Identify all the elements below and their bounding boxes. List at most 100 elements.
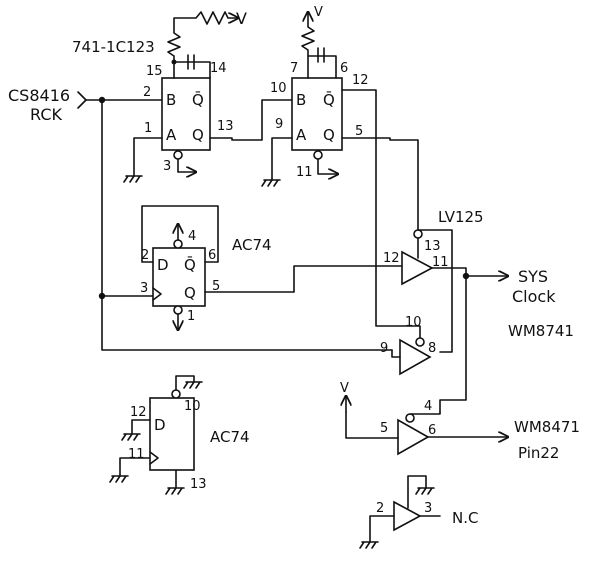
input-label-cs8416: CS8416 [8, 86, 70, 105]
u4-clk-gnd-icon [109, 475, 129, 483]
u2-pin-q: 5 [355, 124, 363, 139]
b3-pin-oe: 4 [424, 399, 432, 414]
b1-triangle [401, 250, 434, 286]
u4-pin-d: 12 [130, 405, 147, 420]
u2-gnd-icon [261, 179, 281, 187]
u2-pin-b: 10 [270, 81, 287, 96]
vcc-u2-label: V [314, 5, 323, 20]
b2-pin-in: 9 [380, 341, 388, 356]
u4-pre-bubble [171, 389, 181, 399]
b4-pin-out: 3 [424, 501, 432, 516]
b4-oe-gnd-icon [415, 487, 435, 495]
u4-pin-clk: 11 [128, 447, 145, 462]
b3-pin-in: 5 [380, 421, 388, 436]
wire-u4-pre [175, 375, 195, 391]
u1-pin-clr: 3 [163, 159, 171, 174]
u4-pin-clr: 13 [190, 477, 207, 492]
b1-pin-out: 11 [432, 255, 449, 270]
u3-pin-clr: 1 [187, 309, 195, 324]
u2-body [291, 77, 343, 151]
input-port-icon [77, 91, 87, 109]
input-label-rck: RCK [30, 105, 62, 124]
u1-ref-label: 741-1C123 [72, 38, 155, 56]
u1-pin-qbar: 14 [210, 61, 227, 76]
u3-d-label: D [157, 256, 169, 274]
u3-pin-clk: 3 [140, 281, 148, 296]
u2-pin-cx: 6 [340, 61, 348, 76]
u3-q-label: Q [184, 284, 196, 302]
wire-u2-rc [307, 55, 337, 79]
nc-label: N.C [452, 509, 478, 527]
wire-u2a-gnd [271, 137, 293, 181]
wire-u3-feedback [141, 205, 219, 263]
u3-ref-label: AC74 [232, 236, 272, 254]
wire-rck-to-b2 [101, 295, 393, 351]
u4-d-label: D [154, 416, 166, 434]
u3-clk-icon [152, 287, 162, 301]
b2-triangle [399, 338, 432, 376]
u1-pin-b: 2 [143, 85, 151, 100]
b2-pin-out: 8 [428, 341, 436, 356]
u2-resistor-icon [301, 12, 315, 57]
u1-a-label: A [166, 126, 177, 144]
u4-ref-label: AC74 [210, 428, 250, 446]
buf-ref-label: LV125 [438, 208, 484, 226]
wire-u1-rc [173, 61, 211, 79]
b3-oe-bubble [405, 413, 415, 423]
b4-triangle [393, 500, 422, 532]
b1-pin-oe: 13 [424, 239, 441, 254]
u4-pin-pre: 10 [184, 399, 201, 414]
vcc-top-label: V [236, 9, 247, 28]
wire-u1a-gnd [133, 137, 163, 177]
u2-b-label: B [296, 91, 306, 109]
wire-u2qbar-to-b2oe [341, 89, 421, 339]
u1-pin-q: 13 [217, 119, 234, 134]
u1-qbar-label: Q̄ [192, 90, 204, 109]
u3-pin-qbar: 6 [208, 248, 216, 263]
wire-b1oe-to-b2out [417, 229, 453, 353]
u1-clr-bubble [173, 150, 183, 160]
u1-body [161, 77, 211, 151]
u3-pin-d: 2 [141, 248, 149, 263]
u4-d-gnd-icon [121, 433, 141, 441]
u4-pre-gnd-icon [183, 381, 203, 389]
u3-body [152, 247, 206, 307]
u2-pin-clr: 11 [296, 165, 313, 180]
u1-pin-rc: 15 [146, 64, 163, 79]
u3-clr-bubble [173, 305, 183, 315]
b4-pin-in: 2 [376, 501, 384, 516]
wire-u3q-to-b1 [204, 265, 403, 293]
u1-gnd-icon [123, 175, 143, 183]
wire-u2-clr [317, 158, 338, 174]
b3-pin-out: 6 [428, 423, 436, 438]
b4-gnd-icon [359, 541, 379, 549]
u4-clr-gnd-icon [165, 487, 185, 495]
wire-b3-in [345, 411, 399, 439]
wire-u1-clr [177, 158, 196, 172]
u4-clk-icon [149, 451, 159, 465]
u2-q-label: Q [323, 126, 335, 144]
sysclock-label-2: Clock [512, 287, 556, 306]
wire-u4clk-gnd [119, 457, 151, 477]
u1-b-label: B [166, 91, 176, 109]
wire-u2q-to-b1oe [341, 137, 419, 231]
wire-b3-oe [409, 411, 441, 415]
u2-pin-qbar: 12 [352, 73, 369, 88]
u3-pin-q: 5 [212, 279, 220, 294]
u3-pin-pre: 4 [188, 229, 196, 244]
u2-clr-bubble [313, 150, 323, 160]
u2-qbar-label: Q̄ [323, 90, 335, 109]
u2-pin-a: 9 [275, 117, 283, 132]
pin22-label: Pin22 [518, 444, 559, 462]
wire-b4-in-gnd [369, 515, 395, 543]
wire-b4-oe [407, 475, 427, 509]
wire-sysclock-to-b3oe [439, 275, 467, 413]
wire-sysclock-out [431, 267, 508, 276]
u1-cap-icon [187, 54, 195, 70]
b1-oe-bubble [413, 229, 423, 239]
u2-cap-icon [317, 47, 325, 63]
vcc-b3-label: V [340, 381, 349, 396]
b2-oe-bubble [415, 337, 425, 347]
u3-qbar-label: Q̄ [184, 255, 196, 274]
